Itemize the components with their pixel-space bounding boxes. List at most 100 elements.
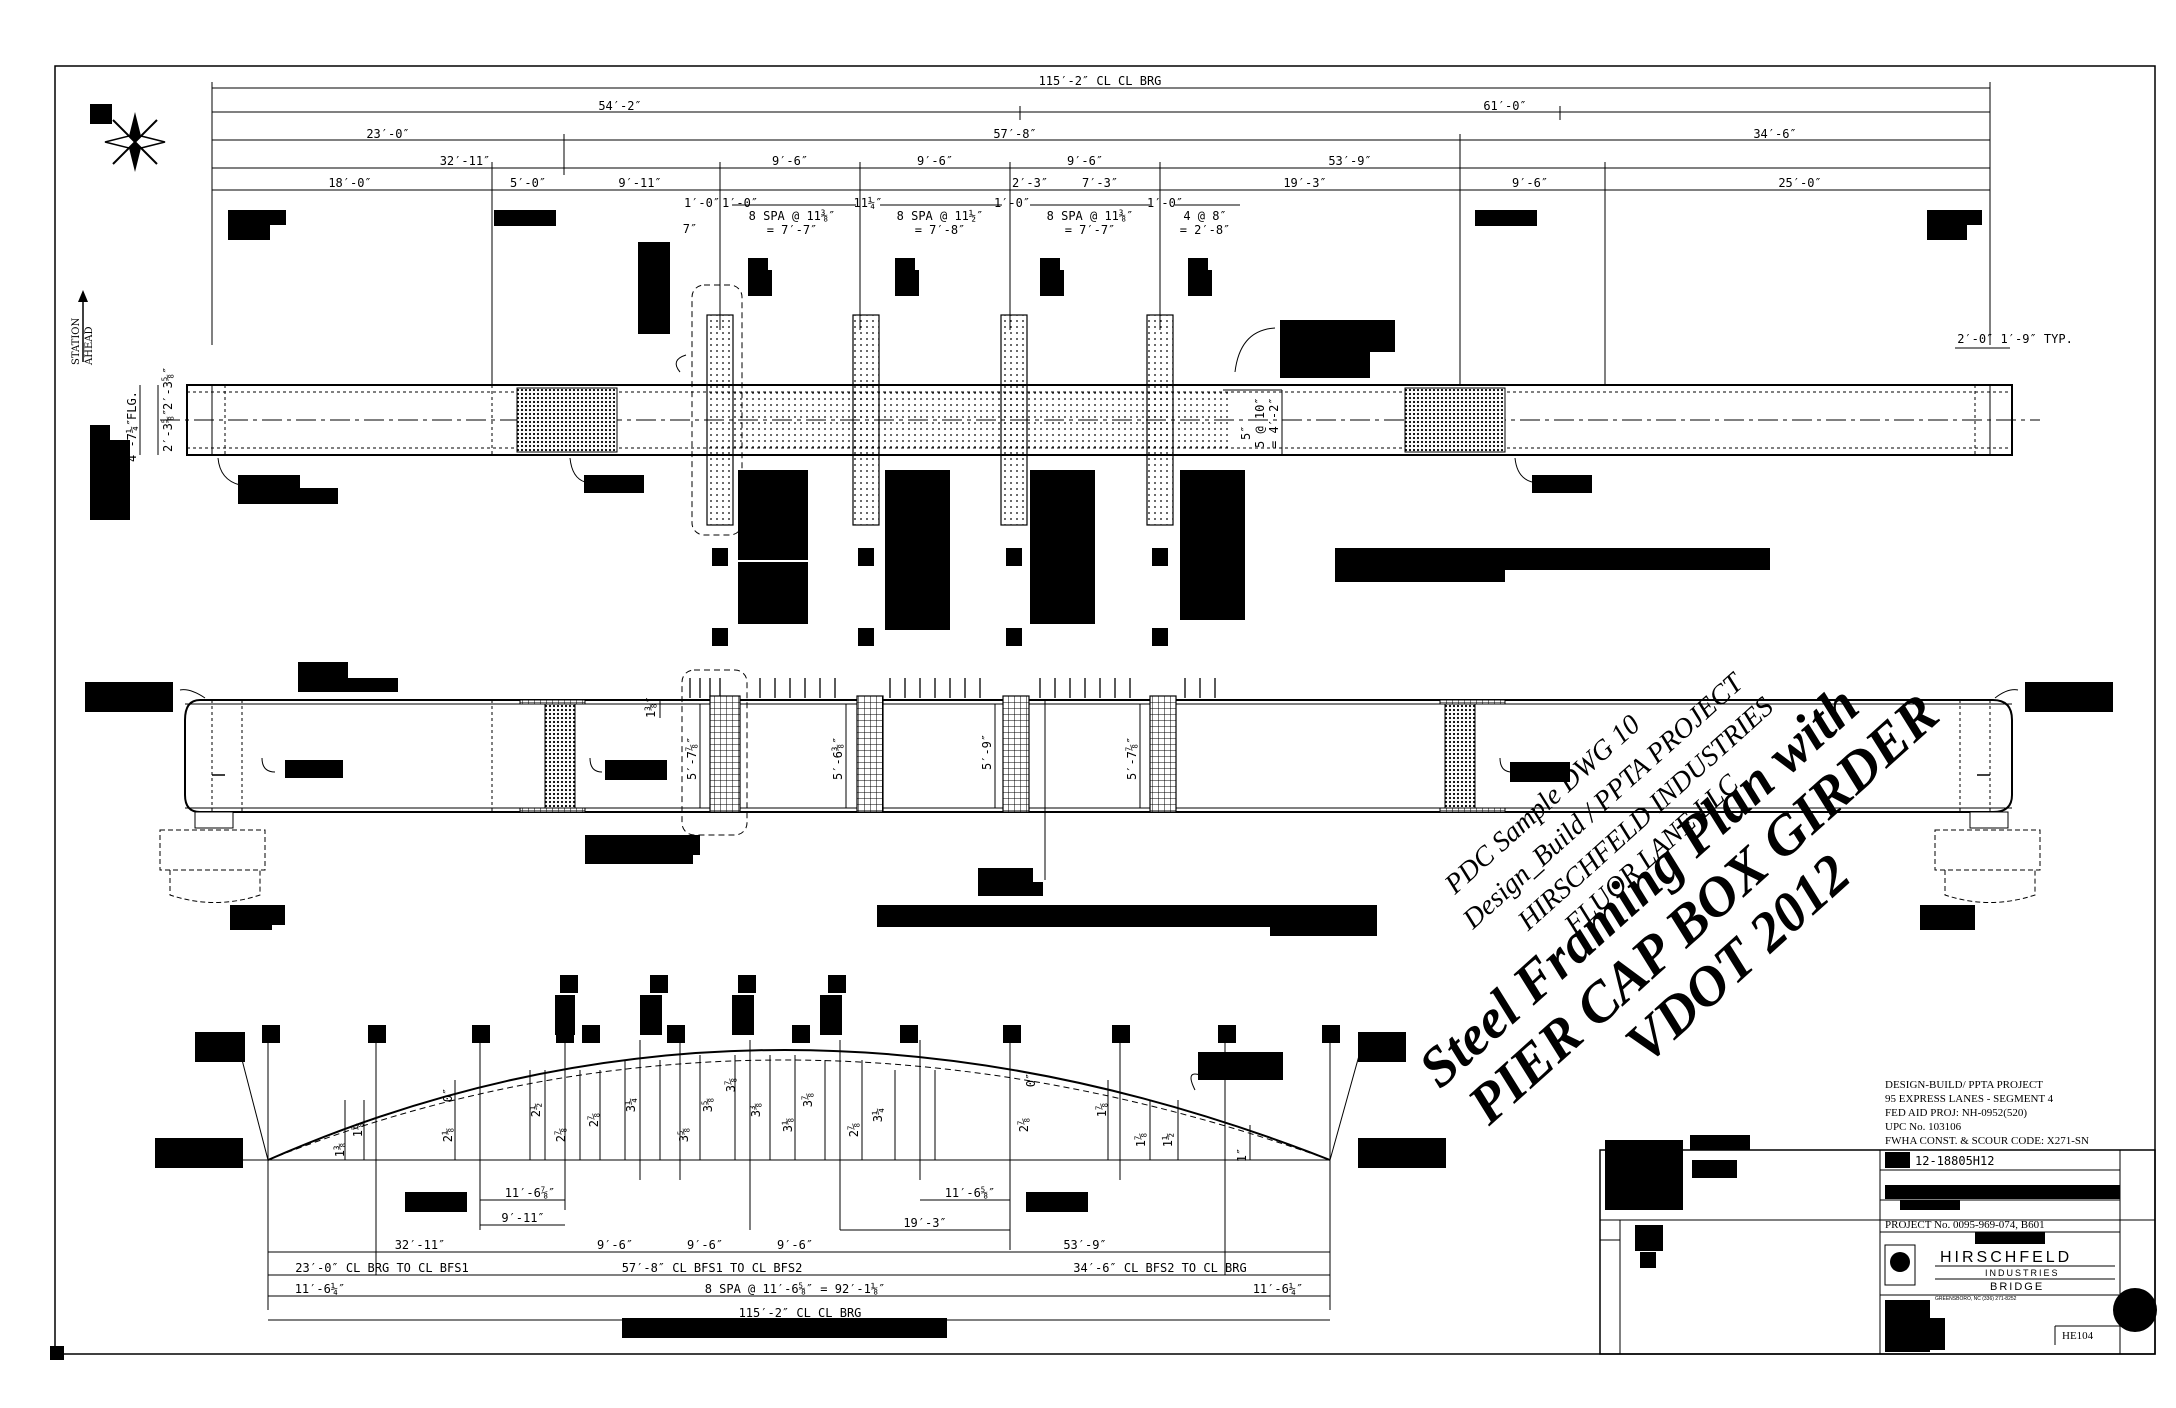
svg-text:9′-11″: 9′-11″	[501, 1211, 544, 1225]
svg-text:9′-6″: 9′-6″	[1512, 176, 1548, 190]
svg-text:0″: 0″	[1024, 1073, 1038, 1087]
svg-text:5′-0″: 5′-0″	[510, 176, 546, 190]
title-block: DESIGN-BUILD/ PPTA PROJECT 95 EXPRESS LA…	[1599, 1079, 2157, 1355]
svg-text:7″: 7″	[683, 222, 697, 236]
svg-text:3⅞: 3⅞	[724, 1078, 738, 1092]
svg-text:4 @ 8″: 4 @ 8″	[1183, 209, 1226, 223]
svg-text:3⅝: 3⅝	[701, 1098, 715, 1112]
svg-text:34′-6″: 34′-6″	[1753, 127, 1796, 141]
svg-text:53′-9″: 53′-9″	[1063, 1238, 1106, 1252]
svg-text:7′-3″: 7′-3″	[1082, 176, 1118, 190]
svg-text:2½: 2½	[529, 1103, 543, 1117]
svg-text:FWHA CONST. & SCOUR CODE: X271: FWHA CONST. & SCOUR CODE: X271-SN	[1885, 1135, 2089, 1147]
svg-text:1⅜″: 1⅜″	[644, 696, 658, 718]
plan-view: 115′-2″ CL CL BRG 54′-2″ 61′-0″ 23′-0″ 5…	[71, 74, 2073, 536]
svg-text:32′-11″: 32′-11″	[395, 1238, 446, 1252]
svg-text:32′-11″: 32′-11″	[440, 154, 491, 168]
svg-text:3¼: 3¼	[871, 1108, 885, 1122]
svg-text:1½: 1½	[1161, 1133, 1175, 1147]
svg-text:HE104: HE104	[2062, 1330, 2094, 1342]
svg-text:1″: 1″	[1235, 1148, 1249, 1162]
svg-text:9′-11″: 9′-11″	[618, 176, 661, 190]
splice-plate-left	[516, 387, 618, 453]
corner-mark	[50, 1346, 64, 1360]
svg-text:GREENSBORO, NC (336) 271-8252: GREENSBORO, NC (336) 271-8252	[1935, 1296, 2017, 1302]
svg-text:34′-6″ CL BFS2 TO CL BRG: 34′-6″ CL BFS2 TO CL BRG	[1073, 1261, 1246, 1275]
svg-text:3⅝: 3⅝	[677, 1128, 691, 1142]
svg-text:11′-6⅝″: 11′-6⅝″	[945, 1186, 996, 1200]
svg-text:= 7′-8″: = 7′-8″	[915, 223, 966, 237]
elevation-view: 1⅜″ 5′-7⅞″ 5′-6⅜″ 5′-9″ 5′-7⅞″	[159, 669, 2041, 903]
svg-text:23′-0″ CL BRG TO CL BFS1: 23′-0″ CL BRG TO CL BFS1	[295, 1261, 468, 1275]
svg-text:53′-9″: 53′-9″	[1328, 154, 1371, 168]
svg-text:57′-8″: 57′-8″	[993, 127, 1036, 141]
svg-text:1′-0″: 1′-0″	[1147, 196, 1183, 210]
svg-text:8 SPA @ 11′-6⅝″ = 92′-1⅛″: 8 SPA @ 11′-6⅝″ = 92′-1⅛″	[705, 1282, 886, 1296]
svg-text:8 SPA @ 11½″: 8 SPA @ 11½″	[897, 209, 984, 223]
svg-text:FLG.: FLG.	[125, 391, 139, 420]
svg-text:0″: 0″	[441, 1088, 455, 1102]
svg-text:= 2′-8″: = 2′-8″	[1180, 223, 1231, 237]
svg-text:UPC No. 103106: UPC No. 103106	[1885, 1121, 1962, 1133]
svg-text:5′-7⅞″: 5′-7⅞″	[685, 737, 699, 780]
svg-text:9′-6″: 9′-6″	[917, 154, 953, 168]
svg-text:1⅞: 1⅞	[351, 1123, 365, 1137]
svg-text:3⅞: 3⅞	[801, 1093, 815, 1107]
svg-text:1′-0″: 1′-0″	[684, 196, 720, 210]
svg-text:3¼: 3¼	[624, 1098, 638, 1112]
north-arrow-icon	[90, 104, 166, 172]
svg-text:9′-6″: 9′-6″	[772, 154, 808, 168]
svg-text:1⅜: 1⅜	[333, 1143, 347, 1157]
svg-text:54′-2″: 54′-2″	[598, 99, 641, 113]
svg-text:2′-0″ 1′-9″ TYP.: 2′-0″ 1′-9″ TYP.	[1957, 332, 2073, 346]
svg-text:5 @ 10″: 5 @ 10″	[1253, 397, 1267, 448]
svg-text:2′-3⅝″: 2′-3⅝″	[161, 367, 175, 410]
svg-text:115′-2″ CL CL BRG: 115′-2″ CL CL BRG	[739, 1306, 862, 1320]
svg-text:11′-6¼″: 11′-6¼″	[295, 1282, 346, 1296]
svg-text:23′-0″: 23′-0″	[366, 127, 409, 141]
camber-curve	[267, 1049, 1331, 1161]
svg-text:25′-0″: 25′-0″	[1778, 176, 1821, 190]
svg-text:1′-0″: 1′-0″	[722, 196, 758, 210]
svg-text:5″: 5″	[1239, 426, 1253, 440]
svg-text:2⅞: 2⅞	[847, 1123, 861, 1137]
dim-overall: 115′-2″ CL CL BRG	[1039, 74, 1162, 88]
svg-text:HIRSCHFELD: HIRSCHFELD	[1940, 1249, 2072, 1266]
svg-text:3⅜: 3⅜	[749, 1103, 763, 1117]
svg-text:95 EXPRESS LANES - SEGMENT 4: 95 EXPRESS LANES - SEGMENT 4	[1885, 1093, 2054, 1105]
svg-text:2′-3⅝″: 2′-3⅝″	[161, 409, 175, 452]
svg-text:DESIGN-BUILD/ PPTA PROJECT: DESIGN-BUILD/ PPTA PROJECT	[1885, 1079, 2043, 1091]
svg-text:11′-6¼″: 11′-6¼″	[1253, 1282, 1304, 1296]
svg-text:18′-0″: 18′-0″	[328, 176, 371, 190]
svg-text:2⅛: 2⅛	[441, 1128, 455, 1142]
svg-text:5′-7⅞″: 5′-7⅞″	[1125, 737, 1139, 780]
svg-text:9′-6″: 9′-6″	[1067, 154, 1103, 168]
svg-text:INDUSTRIES: INDUSTRIES	[1985, 1268, 2060, 1278]
svg-text:57′-8″ CL BFS1 TO CL BFS2: 57′-8″ CL BFS1 TO CL BFS2	[622, 1261, 803, 1275]
svg-text:11¼″: 11¼″	[854, 196, 883, 210]
svg-text:2′-3″: 2′-3″	[1012, 176, 1048, 190]
svg-text:2⅞: 2⅞	[587, 1113, 601, 1127]
svg-text:9′-6″: 9′-6″	[777, 1238, 813, 1252]
svg-text:19′-3″: 19′-3″	[903, 1216, 946, 1230]
sheet-border	[54, 65, 2156, 1355]
svg-text:11′-6⅞″: 11′-6⅞″	[505, 1186, 556, 1200]
splice-plate-right	[1404, 387, 1506, 453]
svg-text:2⅞: 2⅞	[554, 1128, 568, 1142]
svg-text:5′-9″: 5′-9″	[980, 734, 994, 770]
svg-text:1⅞: 1⅞	[1095, 1103, 1109, 1117]
svg-text:1′-0″: 1′-0″	[994, 196, 1030, 210]
flange-dims: FLG. 2′-3⅝″ 2′-3⅝″ 4′-7¼″	[125, 367, 175, 462]
svg-text:= 4′-2″: = 4′-2″	[1267, 397, 1281, 448]
svg-text:PROJECT No. 0095-969-074, B601: PROJECT No. 0095-969-074, B601	[1885, 1219, 2045, 1231]
svg-text:2⅞: 2⅞	[1017, 1118, 1031, 1132]
svg-text:61′-0″: 61′-0″	[1483, 99, 1526, 113]
svg-text:3⅛: 3⅛	[781, 1118, 795, 1132]
svg-text:19′-3″: 19′-3″	[1283, 176, 1326, 190]
camber-diagram: 1⅜ 1⅞ 2⅛ 0″ 2½ 2⅞ 2⅞ 3¼ 3⅝ 3⅝ 3⅞ 3⅜ 3⅛ 3…	[239, 1040, 1361, 1321]
svg-text:5′-6⅜″: 5′-6⅜″	[831, 737, 845, 780]
redacted-callouts	[90, 210, 1982, 646]
station-ahead-arrow: STATION AHEAD	[71, 290, 95, 366]
svg-text:STATION: STATION	[71, 318, 82, 365]
